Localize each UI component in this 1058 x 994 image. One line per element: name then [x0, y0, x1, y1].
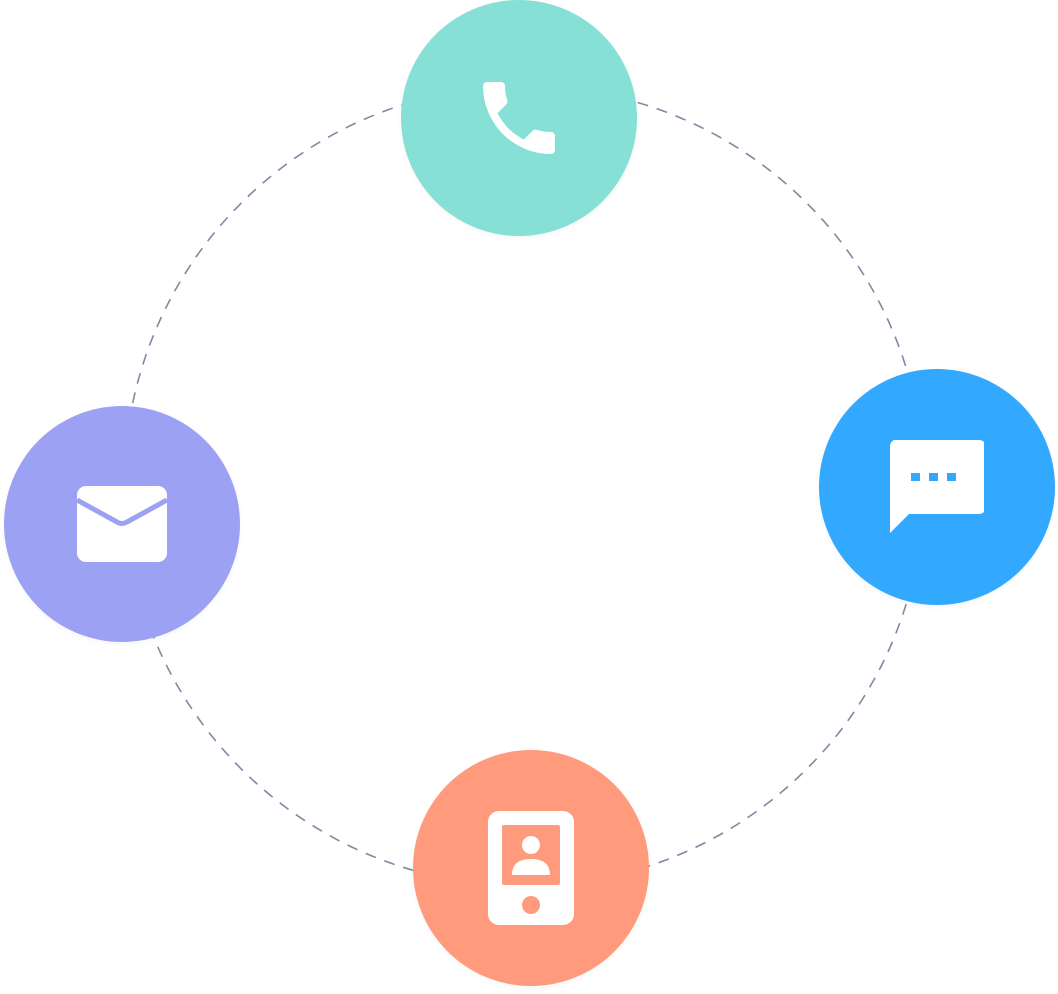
contact-device-icon	[486, 809, 576, 927]
phone-icon	[471, 70, 567, 166]
mail-node[interactable]	[4, 406, 240, 642]
chat-node[interactable]	[819, 369, 1055, 605]
envelope-icon	[76, 485, 168, 563]
contact-node[interactable]	[413, 750, 649, 986]
chat-bubble-icon	[890, 440, 984, 534]
phone-node[interactable]	[401, 0, 637, 236]
